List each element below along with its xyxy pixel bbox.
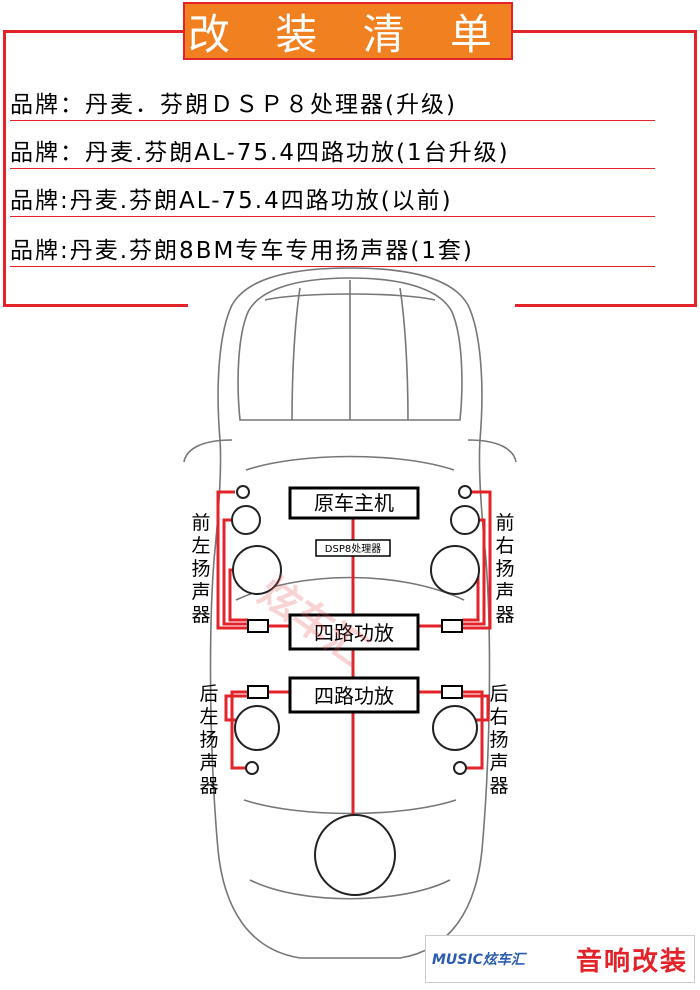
front-left-crossover [247, 619, 269, 633]
crossovers [247, 619, 463, 699]
rear-right-crossover [441, 685, 463, 699]
rear-left-woofer-icon [234, 705, 280, 751]
dsp-box [315, 539, 391, 557]
speakers [231, 485, 480, 896]
brand-logo: MUSIC炫车汇 音响改装 [425, 935, 695, 983]
rear-right-tweeter-icon [453, 761, 467, 775]
rear-left-speaker-label: 后左扬声器 [199, 683, 219, 797]
logo-right-text: 音响改装 [575, 946, 688, 977]
head-unit-box [288, 486, 420, 520]
brand-row-amp-previous: 品牌:丹麦.芬朗AL-75.4四路功放(以前) [10, 186, 655, 217]
brand-row-speakers: 品牌:丹麦.芬朗8BM专车专用扬声器(1套) [10, 236, 655, 267]
title-box: 改 装 清 单 [183, 2, 513, 60]
page-title: 改 装 清 单 [187, 9, 509, 59]
subwoofer-icon [314, 814, 396, 896]
frame-left-line [3, 30, 6, 306]
brand-row-amp-upgrade: 品牌：丹麦.芬朗AL-75.4四路功放(1台升级) [10, 138, 655, 169]
car-outline [183, 267, 517, 959]
rear-amp-box [288, 676, 420, 714]
front-right-tweeter-icon [458, 485, 472, 499]
frame-right-line [694, 30, 697, 306]
rear-amp-label: 四路功放 [314, 684, 394, 708]
frame-bottom-left-line [3, 304, 188, 307]
front-left-mid-speaker-icon [231, 505, 261, 535]
frame-bottom-right-line [515, 304, 697, 307]
rear-right-woofer-icon [432, 705, 478, 751]
dsp-label: DSP8处理器 [325, 543, 381, 555]
front-left-speaker-label: 前左扬声器 [191, 512, 211, 626]
front-right-crossover [441, 619, 463, 633]
frame-top-right-line [511, 30, 697, 33]
frame-top-left-line [3, 30, 185, 33]
front-amp-label: 四路功放 [314, 621, 394, 645]
rear-right-speaker-label: 后右扬声器 [489, 683, 509, 797]
front-left-woofer-icon [232, 545, 282, 595]
head-unit-label: 原车主机 [314, 491, 394, 515]
rear-left-crossover [247, 685, 269, 699]
front-amp-box [288, 613, 420, 651]
front-left-tweeter-icon [236, 485, 250, 499]
front-right-speaker-label: 前右扬声器 [495, 512, 515, 626]
front-right-woofer-icon [430, 545, 480, 595]
brand-row-dsp: 品牌：丹麦．芬朗ＤＳＰ８处理器(升级) [10, 90, 655, 121]
logo-left-text: MUSIC炫车汇 [432, 952, 525, 968]
rear-left-tweeter-icon [245, 761, 259, 775]
front-right-mid-speaker-icon [450, 505, 480, 535]
